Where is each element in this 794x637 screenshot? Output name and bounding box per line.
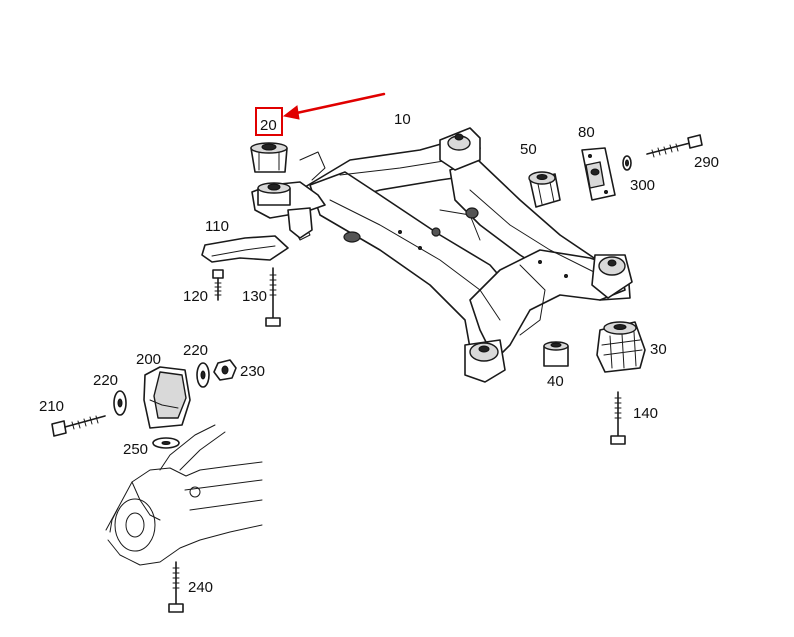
- label-part-50: 50: [520, 141, 537, 158]
- washer-part-220-right: [196, 362, 210, 388]
- axle-housing-outline: [105, 424, 263, 566]
- bushing-part-20: [250, 142, 288, 173]
- label-part-130: 130: [242, 288, 268, 305]
- label-part-30: 30: [650, 341, 667, 358]
- bushing-part-40: [543, 341, 569, 367]
- mount-part-200: [143, 366, 191, 429]
- bracket-part-110: [201, 235, 289, 263]
- bushing-in-bracket: [257, 182, 291, 206]
- label-part-240: 240: [188, 579, 214, 596]
- mount-plate-part-80: [581, 147, 616, 201]
- label-part-80: 80: [578, 124, 595, 141]
- label-part-20: 20: [260, 117, 277, 134]
- bushing-part-50: [528, 171, 561, 208]
- label-part-10: 10: [394, 111, 411, 128]
- label-part-230: 230: [240, 363, 266, 380]
- label-part-40: 40: [547, 373, 564, 390]
- bolt-part-120: [212, 269, 224, 301]
- label-part-110: 110: [205, 218, 229, 235]
- label-part-290: 290: [694, 154, 720, 171]
- label-part-220-right: 220: [183, 342, 209, 359]
- washer-part-220-left: [113, 390, 127, 416]
- bolt-part-290: [646, 134, 703, 158]
- label-part-220-left: 220: [93, 372, 119, 389]
- label-part-250: 250: [123, 441, 149, 458]
- bolt-part-140: [610, 391, 626, 445]
- washer-part-300: [622, 155, 632, 171]
- mount-part-30: [596, 321, 646, 373]
- subframe-part-10: [251, 127, 633, 383]
- label-part-200: 200: [136, 351, 162, 368]
- label-part-300: 300: [630, 177, 656, 194]
- bolt-part-240: [168, 561, 184, 613]
- washer-part-250: [152, 437, 180, 449]
- bolt-part-210: [51, 415, 106, 437]
- highlight-arrow: [282, 92, 386, 120]
- highlight-box-part-20: [255, 107, 283, 136]
- bolt-part-130: [265, 267, 281, 327]
- label-part-210: 210: [39, 398, 65, 415]
- nut-part-230: [213, 359, 237, 381]
- label-part-140: 140: [633, 405, 659, 422]
- label-part-120: 120: [183, 288, 209, 305]
